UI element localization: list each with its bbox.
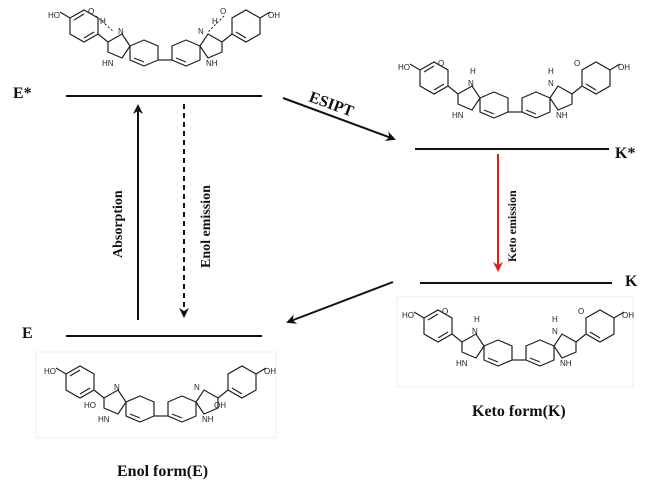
svg-text:HO: HO bbox=[44, 367, 56, 376]
keto-emission-label: Keto emission bbox=[505, 190, 519, 262]
svg-text:N: N bbox=[468, 79, 474, 88]
svg-text:H: H bbox=[552, 315, 558, 324]
svg-text:OH: OH bbox=[268, 11, 280, 20]
molecule-keto-excited: HO O H N HN N H O NH OH bbox=[398, 59, 630, 120]
label-e: E bbox=[22, 325, 33, 342]
svg-text:N: N bbox=[194, 383, 200, 392]
svg-text:OH: OH bbox=[618, 63, 630, 72]
svg-text:HN: HN bbox=[98, 415, 110, 424]
svg-text:O: O bbox=[442, 307, 448, 316]
svg-text:N: N bbox=[198, 27, 204, 36]
svg-text:OH: OH bbox=[264, 367, 276, 376]
svg-text:N: N bbox=[472, 327, 478, 336]
esipt-arrow bbox=[282, 97, 396, 141]
svg-text:O: O bbox=[578, 307, 584, 316]
svg-text:NH: NH bbox=[560, 359, 572, 368]
svg-text:N: N bbox=[548, 79, 554, 88]
svg-text:O: O bbox=[438, 59, 444, 68]
keto-molecule-frame bbox=[396, 296, 634, 388]
svg-text:N: N bbox=[118, 27, 124, 36]
svg-text:HO: HO bbox=[84, 401, 96, 410]
absorption-label: Absorption bbox=[111, 190, 126, 258]
enol-molecule-frame bbox=[35, 351, 277, 439]
molecule-enol-ground: HO HO N HN N OH NH OH bbox=[44, 365, 276, 424]
svg-text:O: O bbox=[88, 7, 94, 16]
svg-text:H: H bbox=[474, 315, 480, 324]
svg-text:NH: NH bbox=[202, 415, 214, 424]
svg-text:HO: HO bbox=[48, 11, 60, 20]
label-k-star: K* bbox=[615, 145, 635, 162]
svg-text:H: H bbox=[212, 17, 218, 26]
svg-text:N: N bbox=[552, 327, 558, 336]
molecule-keto-ground: HO O H N HN N H O NH OH bbox=[402, 307, 634, 368]
svg-text:H: H bbox=[470, 67, 476, 76]
svg-text:N: N bbox=[114, 383, 120, 392]
svg-text:HN: HN bbox=[102, 59, 114, 68]
caption-enol-form: Enol form(E) bbox=[117, 463, 208, 480]
svg-text:H: H bbox=[548, 67, 554, 76]
svg-text:HN: HN bbox=[456, 359, 468, 368]
svg-text:H: H bbox=[100, 17, 106, 26]
svg-text:HO: HO bbox=[398, 63, 410, 72]
svg-text:NH: NH bbox=[556, 111, 568, 120]
svg-text:HO: HO bbox=[402, 311, 414, 320]
svg-text:O: O bbox=[220, 7, 226, 16]
enol-emission-label: Enol emission bbox=[199, 185, 214, 268]
label-k: K bbox=[625, 273, 638, 290]
label-e-star: E* bbox=[13, 85, 32, 102]
caption-keto-form: Keto form(K) bbox=[472, 403, 566, 420]
svg-text:HN: HN bbox=[452, 111, 464, 120]
svg-text:O: O bbox=[574, 59, 580, 68]
svg-text:NH: NH bbox=[206, 59, 218, 68]
molecule-enol-excited: HO O H N HN N H O NH OH bbox=[48, 7, 280, 68]
svg-text:OH: OH bbox=[622, 311, 634, 320]
svg-text:OH: OH bbox=[214, 401, 226, 410]
back-proton-transfer-arrow bbox=[286, 281, 394, 324]
